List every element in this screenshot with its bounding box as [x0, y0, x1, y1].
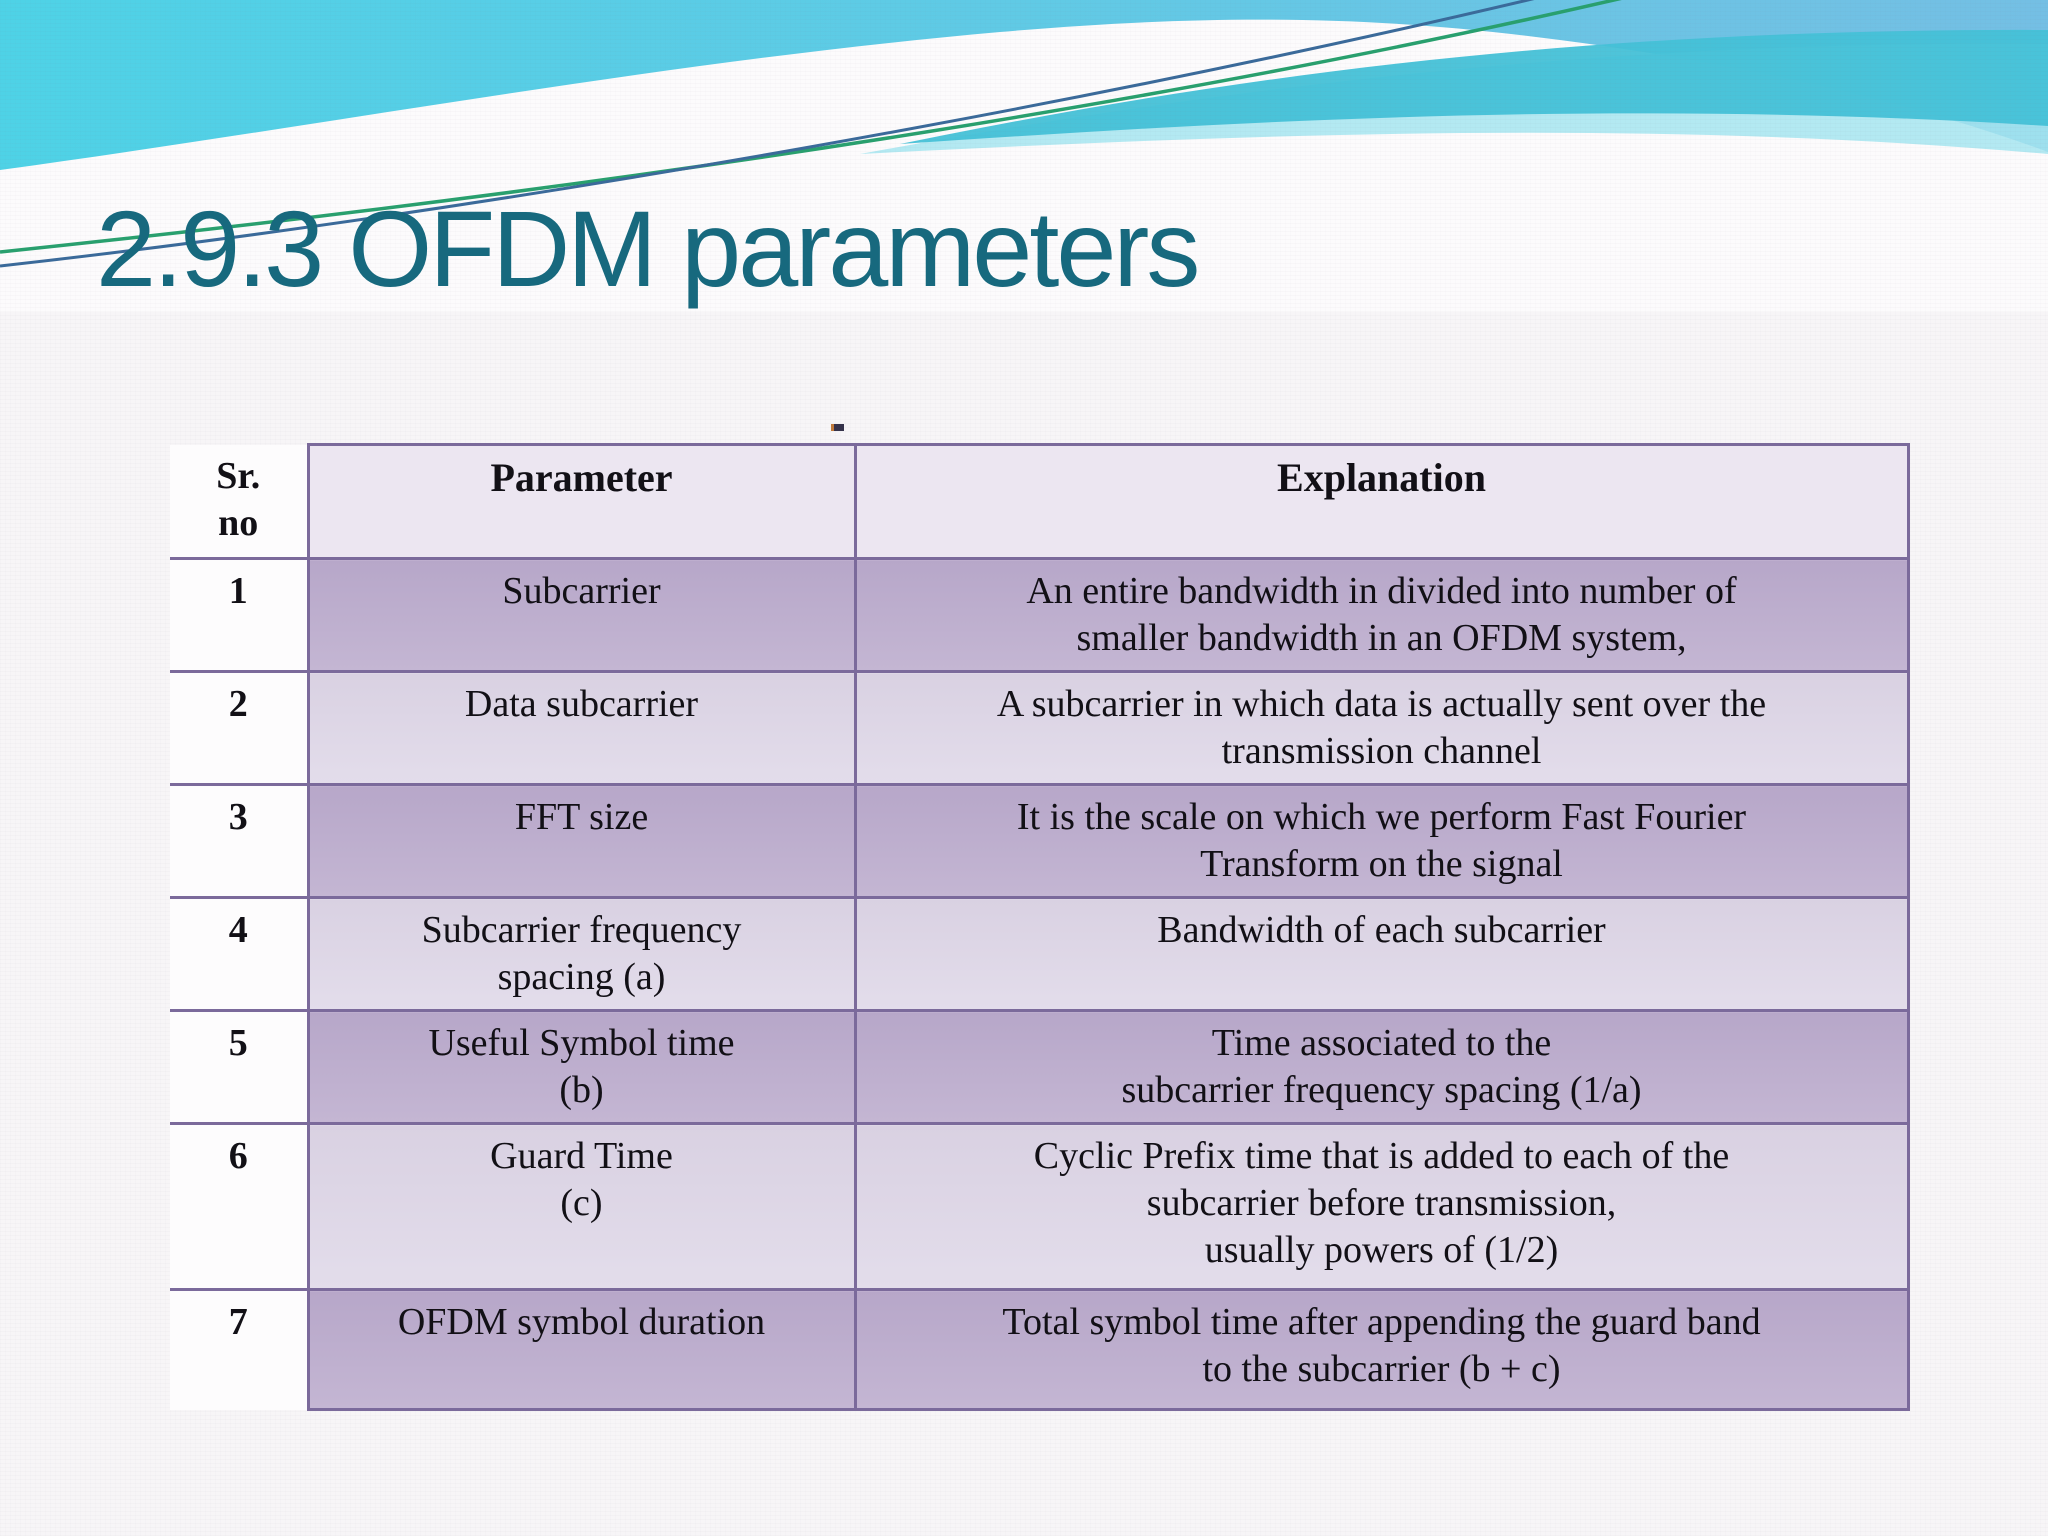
teal-band	[900, 29, 2048, 144]
cell-parameter: Subcarrier	[306, 557, 857, 673]
column-header-explanation: Explanation	[853, 443, 1910, 560]
cell-parameter: Useful Symbol time(b)	[306, 1009, 857, 1125]
green-accent-line	[0, 0, 1622, 254]
header-row: Sr. no Parameter Explanation	[170, 443, 1910, 560]
stray-dot	[831, 424, 844, 431]
cell-parameter: Data subcarrier	[306, 670, 857, 786]
table-row: 3 FFT size It is the scale on which we p…	[170, 783, 1910, 899]
cell-parameter: FFT size	[306, 783, 857, 899]
column-header-sr: Sr. no	[170, 444, 308, 560]
cell-parameter: OFDM symbol duration	[306, 1288, 857, 1411]
cell-sr: 1	[170, 558, 308, 673]
cell-explanation: Total symbol time after appending the gu…	[853, 1288, 1910, 1411]
cell-sr: 2	[170, 671, 308, 786]
cell-parameter: Guard Time(c)	[306, 1122, 857, 1291]
cell-explanation: A subcarrier in which data is actually s…	[853, 670, 1910, 786]
table-row: 7 OFDM symbol duration Total symbol time…	[170, 1288, 1910, 1411]
blue-accent-line	[0, 0, 1535, 268]
table-row: 2 Data subcarrier A subcarrier in which …	[170, 670, 1910, 786]
cell-explanation: An entire bandwidth in divided into numb…	[853, 557, 1910, 673]
table-row: 5 Useful Symbol time(b) Time associated …	[170, 1009, 1910, 1125]
parameters-table: Sr. no Parameter Explanation 1 Subcarrie…	[170, 443, 1910, 1411]
table-row: 6 Guard Time(c) Cyclic Prefix time that …	[170, 1122, 1910, 1291]
cell-sr: 5	[170, 1010, 308, 1125]
page-title: 2.9.3 OFDM parameters	[96, 188, 1200, 309]
cell-sr: 7	[170, 1289, 308, 1410]
wave-banner-decoration	[0, 0, 2048, 312]
table-row: 1 Subcarrier An entire bandwidth in divi…	[170, 557, 1910, 673]
sr-header-line1: Sr.	[216, 454, 261, 497]
sr-header-line2: no	[218, 501, 259, 544]
table-body: 1 Subcarrier An entire bandwidth in divi…	[170, 557, 1910, 1411]
cell-explanation: Bandwidth of each subcarrier	[853, 896, 1910, 1012]
cell-explanation: Cyclic Prefix time that is added to each…	[853, 1122, 1910, 1291]
cell-sr: 4	[170, 897, 308, 1012]
cell-sr: 3	[170, 784, 308, 899]
cell-sr: 6	[170, 1123, 308, 1291]
cell-explanation: It is the scale on which we perform Fast…	[853, 783, 1910, 899]
column-header-parameter: Parameter	[306, 443, 857, 560]
